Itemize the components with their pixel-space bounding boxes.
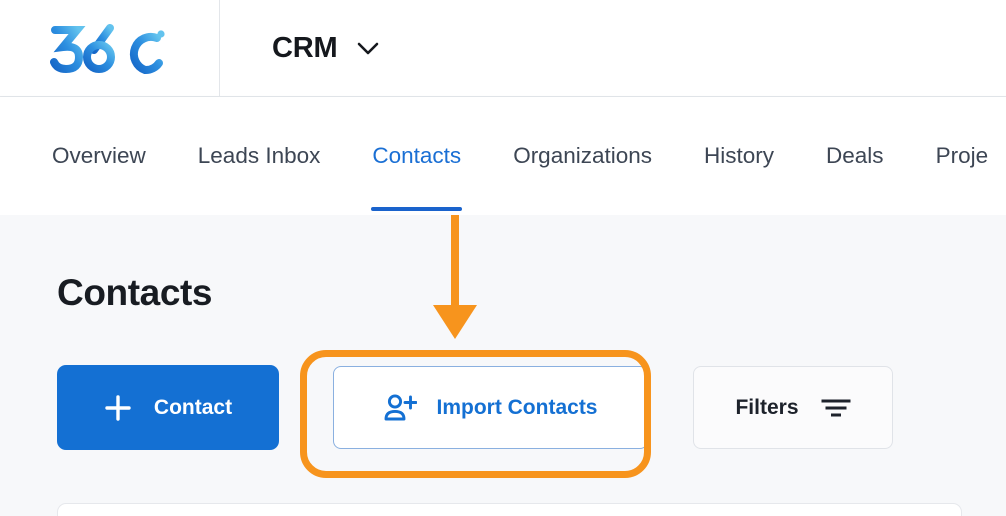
person-add-icon (385, 393, 418, 420)
add-contact-button[interactable]: Contact (57, 365, 279, 450)
contacts-table-card (57, 503, 962, 516)
app-switcher[interactable]: CRM (220, 0, 379, 96)
main-content-area: Contacts Contact Import Contacts Filters (0, 215, 1006, 516)
app-switcher-label: CRM (272, 31, 338, 64)
filters-label: Filters (735, 395, 799, 419)
import-contacts-label: Import Contacts (436, 395, 598, 419)
tab-history[interactable]: History (704, 97, 800, 215)
tab-organizations[interactable]: Organizations (513, 97, 678, 215)
brand-logo-cell[interactable] (0, 0, 220, 96)
import-contacts-button[interactable]: Import Contacts (333, 366, 648, 449)
registered-dot (156, 30, 165, 38)
action-toolbar: Contact Import Contacts Filters (57, 365, 893, 450)
page-title: Contacts (57, 272, 213, 313)
add-contact-label: Contact (153, 395, 233, 419)
tab-contacts[interactable]: Contacts (371, 97, 487, 215)
tab-overview[interactable]: Overview (52, 97, 172, 215)
primary-nav-bar: Overview Leads Inbox Contacts Organizati… (0, 97, 1006, 215)
filter-icon (821, 399, 851, 416)
top-header-bar: CRM (0, 0, 1006, 97)
tab-leads-inbox[interactable]: Leads Inbox (198, 97, 347, 215)
filters-button[interactable]: Filters (693, 366, 893, 449)
nav-tab-list: Overview Leads Inbox Contacts Organizati… (0, 97, 1006, 215)
chevron-down-icon (358, 42, 379, 54)
tab-projects[interactable]: Proje (936, 97, 1006, 215)
360-logo (49, 24, 165, 74)
plus-icon (105, 394, 131, 421)
tab-deals[interactable]: Deals (826, 97, 910, 215)
